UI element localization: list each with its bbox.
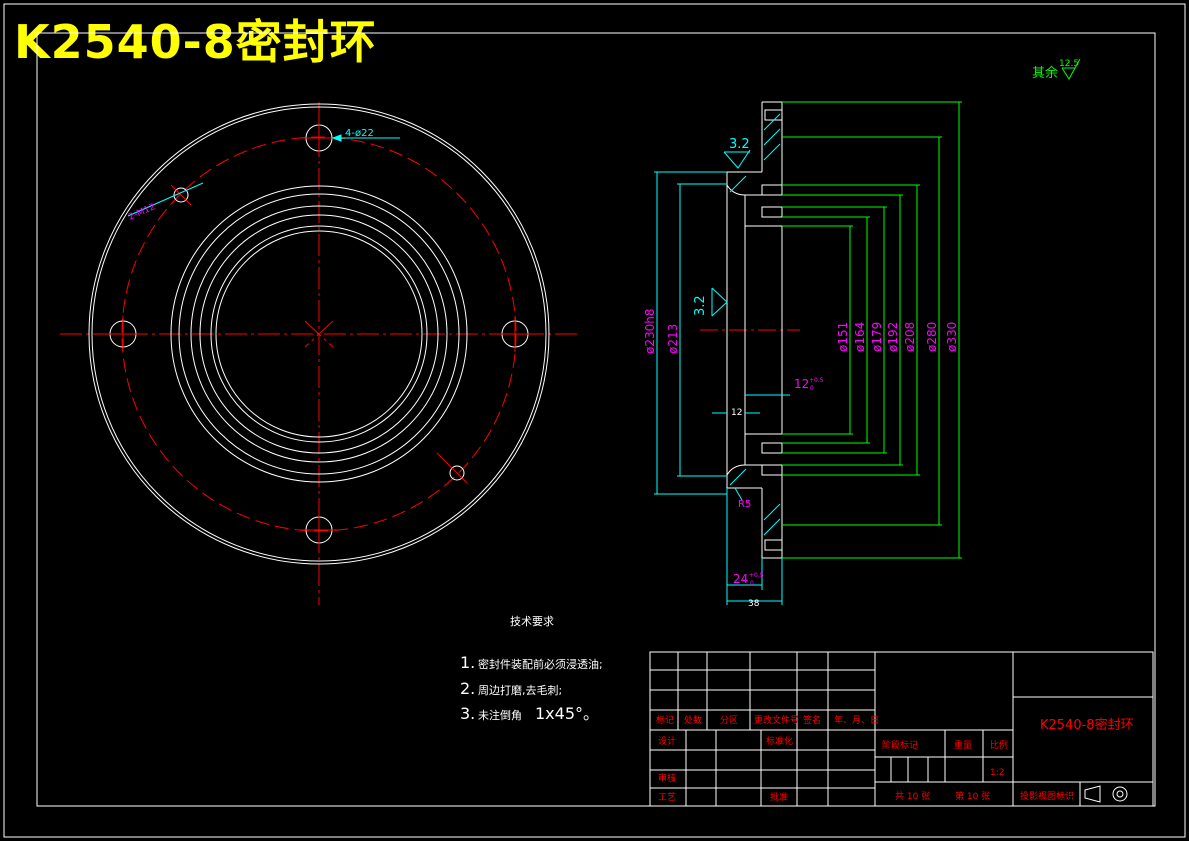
thread-hole-upper-left: [173, 187, 189, 203]
tb-sheet-no: 第 10 张: [955, 790, 990, 802]
roughness-rest-symbol: 其余 12.5: [1032, 58, 1081, 81]
drawing-frame: [3, 3, 1186, 838]
tb-standardize: 标准化: [766, 735, 793, 747]
thread-callout: [127, 182, 204, 217]
dim-groove-tol: +0.5: [809, 377, 824, 384]
dim-inner-step: 12: [731, 408, 742, 418]
roughness-symbol-mid: [711, 287, 728, 317]
tb-weight: 重量: [954, 739, 972, 751]
left-dimension-lines: [654, 171, 727, 495]
drawing-title: K2540-8密封环: [14, 15, 377, 69]
dim-step-tol: +0.5: [749, 572, 764, 579]
dim-total-width: 38: [748, 599, 760, 609]
tb-approve: 批准: [770, 791, 788, 803]
hole-callout: [331, 134, 400, 142]
inner-dimension-lines: [712, 394, 790, 605]
dim-330: ø330: [945, 322, 959, 352]
tb-header-sign: 签名: [803, 714, 821, 726]
dim-280: ø280: [925, 322, 939, 352]
tb-header-zone: 分区: [720, 715, 738, 726]
tech-item-2-num: 2.: [460, 679, 475, 698]
tb-sheets-total: 共 10 张: [895, 791, 930, 802]
section-outline: [726, 101, 783, 559]
tb-drawing-name: K2540-8密封环: [1040, 717, 1134, 733]
tb-scale: 比例: [990, 739, 1008, 751]
dim-208: ø208: [903, 322, 917, 352]
section-hatching: [729, 113, 781, 536]
right-dimension-lines: [782, 101, 962, 559]
section-dim-texts: ø230h8 ø213 ø151 ø164 ø179 ø192 ø208 ø28…: [643, 309, 959, 610]
hole-callout-text: 4-ø22: [345, 128, 374, 139]
tech-item-3-text: 未注倒角: [478, 708, 522, 722]
tech-heading: 技术要求: [510, 615, 554, 628]
dim-151: ø151: [836, 322, 850, 352]
front-view-outline: [88, 103, 550, 565]
roughness-rest-label: 其余: [1032, 65, 1058, 81]
dim-radius: R5: [738, 499, 751, 510]
dim-192: ø192: [886, 322, 900, 352]
section-view: 3.2 3.2: [654, 101, 962, 605]
tb-design: 设计: [658, 735, 676, 747]
tech-item-3-num: 3.: [460, 704, 475, 723]
tb-header-change: 更改文件号: [754, 714, 799, 726]
tb-header-mark: 标记: [656, 714, 674, 726]
tech-item-1-num: 1.: [460, 653, 475, 672]
tech-item-2-text: 周边打磨,去毛刺;: [478, 683, 562, 697]
tb-scale-value: 1:2: [990, 768, 1004, 778]
tech-requirements: 技术要求 1. 密封件装配前必须浸透油; 2. 周边打磨,去毛刺; 3. 未注倒…: [460, 615, 603, 723]
dim-230h8: ø230h8: [643, 309, 657, 355]
tb-header-date: 年、月、日: [834, 714, 879, 726]
tb-process: 工艺: [658, 792, 676, 803]
tb-header-count: 处数: [684, 714, 702, 726]
thread-hole-lower-right: [449, 465, 465, 481]
roughness-symbol-top: [723, 149, 751, 169]
dim-step-tol2: 0: [750, 580, 754, 587]
dim-164: ø164: [853, 322, 867, 352]
roughness-top-value: 3.2: [729, 137, 750, 152]
roughness-rest-value: 12.5: [1059, 59, 1079, 69]
dim-step-depth: 24: [733, 572, 748, 586]
tb-projection: 投影视图标识: [1020, 790, 1074, 802]
roughness-mid-value: 3.2: [693, 295, 708, 316]
dim-213: ø213: [666, 324, 680, 354]
tech-item-1-text: 密封件装配前必须浸透油;: [478, 657, 603, 671]
dim-groove-tol2: 0: [810, 385, 814, 392]
dim-groove-width: 12: [794, 377, 809, 391]
title-block: 标记 处数 分区 更改文件号 签名 年、月、日 设计 标准化 审核 工艺 批准 …: [649, 651, 1154, 807]
dim-179: ø179: [870, 322, 884, 352]
projection-symbol-icon: [1084, 785, 1128, 803]
tb-check: 审核: [658, 772, 676, 784]
tb-stage-mark: 阶段标记: [882, 739, 918, 751]
front-view: 4-ø22 2-M12: [60, 102, 578, 605]
tech-item-3-suffix: 1x45°。: [535, 704, 599, 723]
